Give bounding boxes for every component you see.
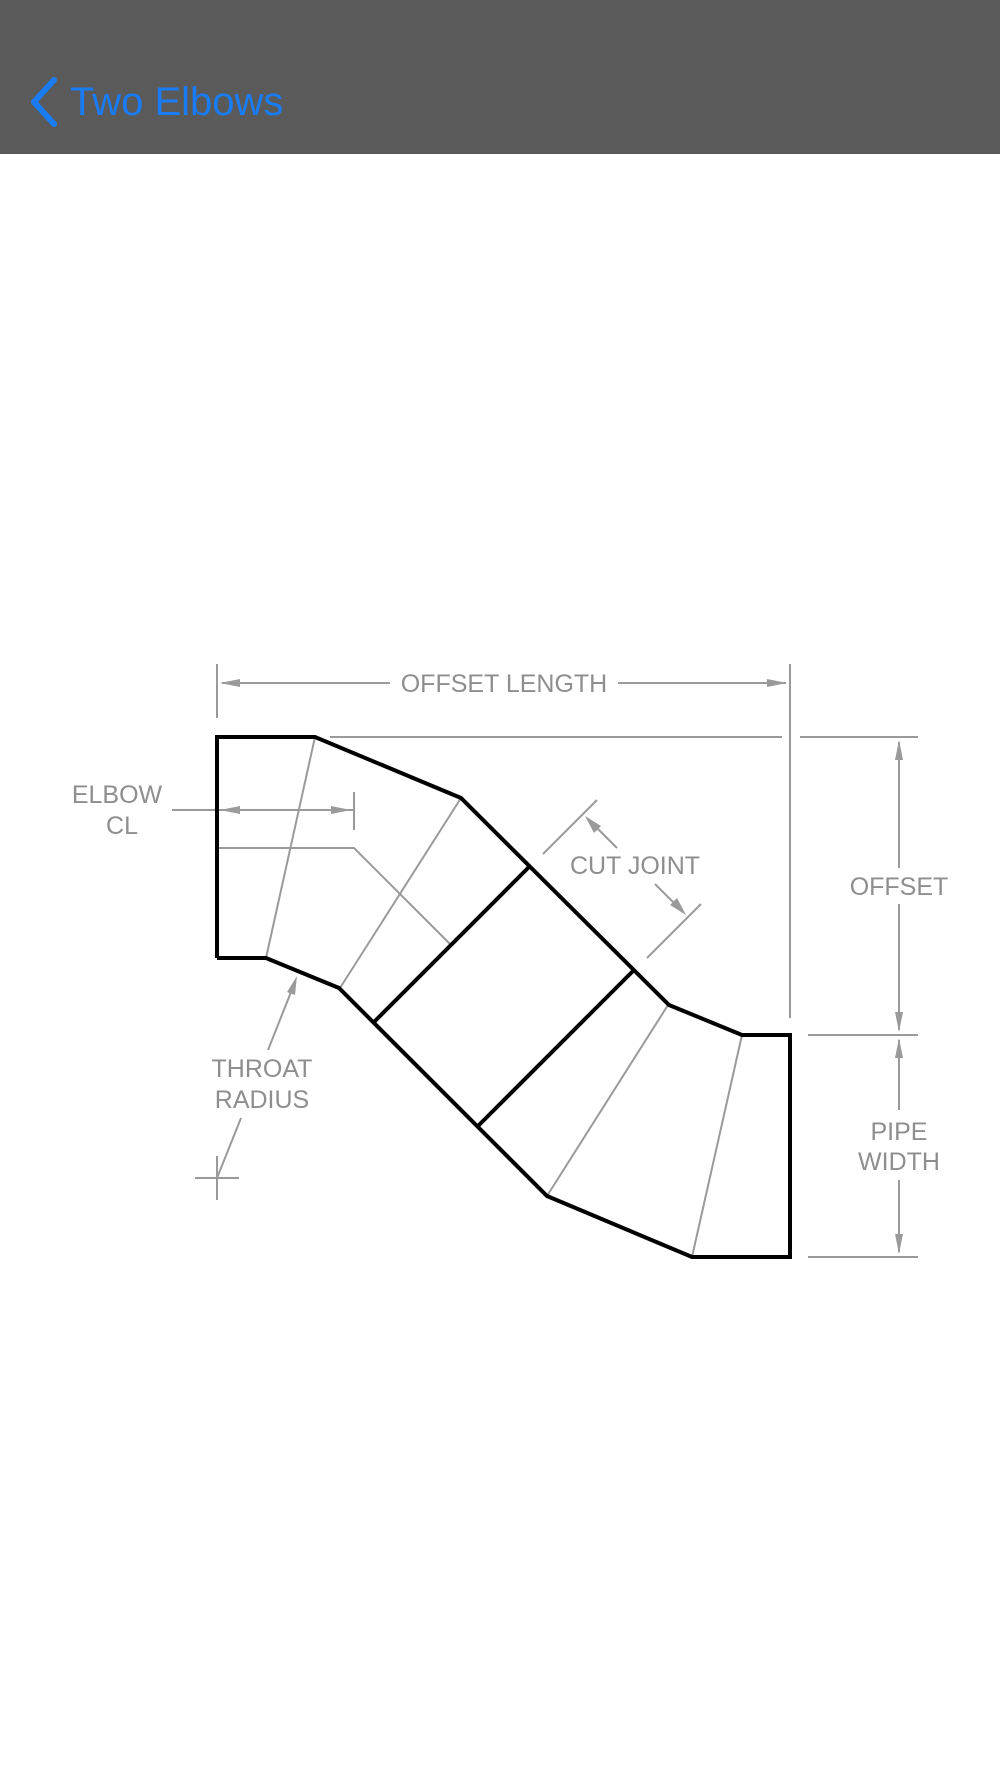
offset-length-label: OFFSET LENGTH [401,670,608,698]
elbow-cl-dimension: ELBOW CL [72,781,355,840]
back-button-label: Two Elbows [70,80,284,124]
cut-joint-label: CUT JOINT [570,852,700,880]
two-elbows-diagram: OFFSET LENGTH OFFSET PIPE WIDTH [72,664,949,1259]
pipe-width-dimension: PIPE WIDTH [808,1038,940,1258]
pipe-width-label-line2: WIDTH [858,1148,940,1176]
navigation-bar: Two Elbows [0,0,1000,154]
offset-length-dimension: OFFSET LENGTH [216,664,791,1018]
cut-joint-indicator: CUT JOINT [542,799,702,959]
content-area: OFFSET LENGTH OFFSET PIPE WIDTH [0,154,1000,1778]
elbow-centerline [217,847,453,947]
pipe-width-label-line1: PIPE [871,1118,928,1146]
throat-radius-label-line2: RADIUS [215,1086,309,1114]
offset-label: OFFSET [850,873,949,901]
chevron-left-icon [31,77,57,127]
pipe-outline [215,735,792,1259]
throat-radius-label-line1: THROAT [212,1055,313,1083]
gore-lines [265,736,743,1258]
back-button[interactable]: Two Elbows [28,74,283,130]
throat-radius-indicator: THROAT RADIUS [195,976,312,1200]
offset-dimension: OFFSET [800,736,949,1036]
elbow-cl-label-line2: CL [106,812,138,840]
elbow-cl-label-line1: ELBOW [72,781,163,809]
